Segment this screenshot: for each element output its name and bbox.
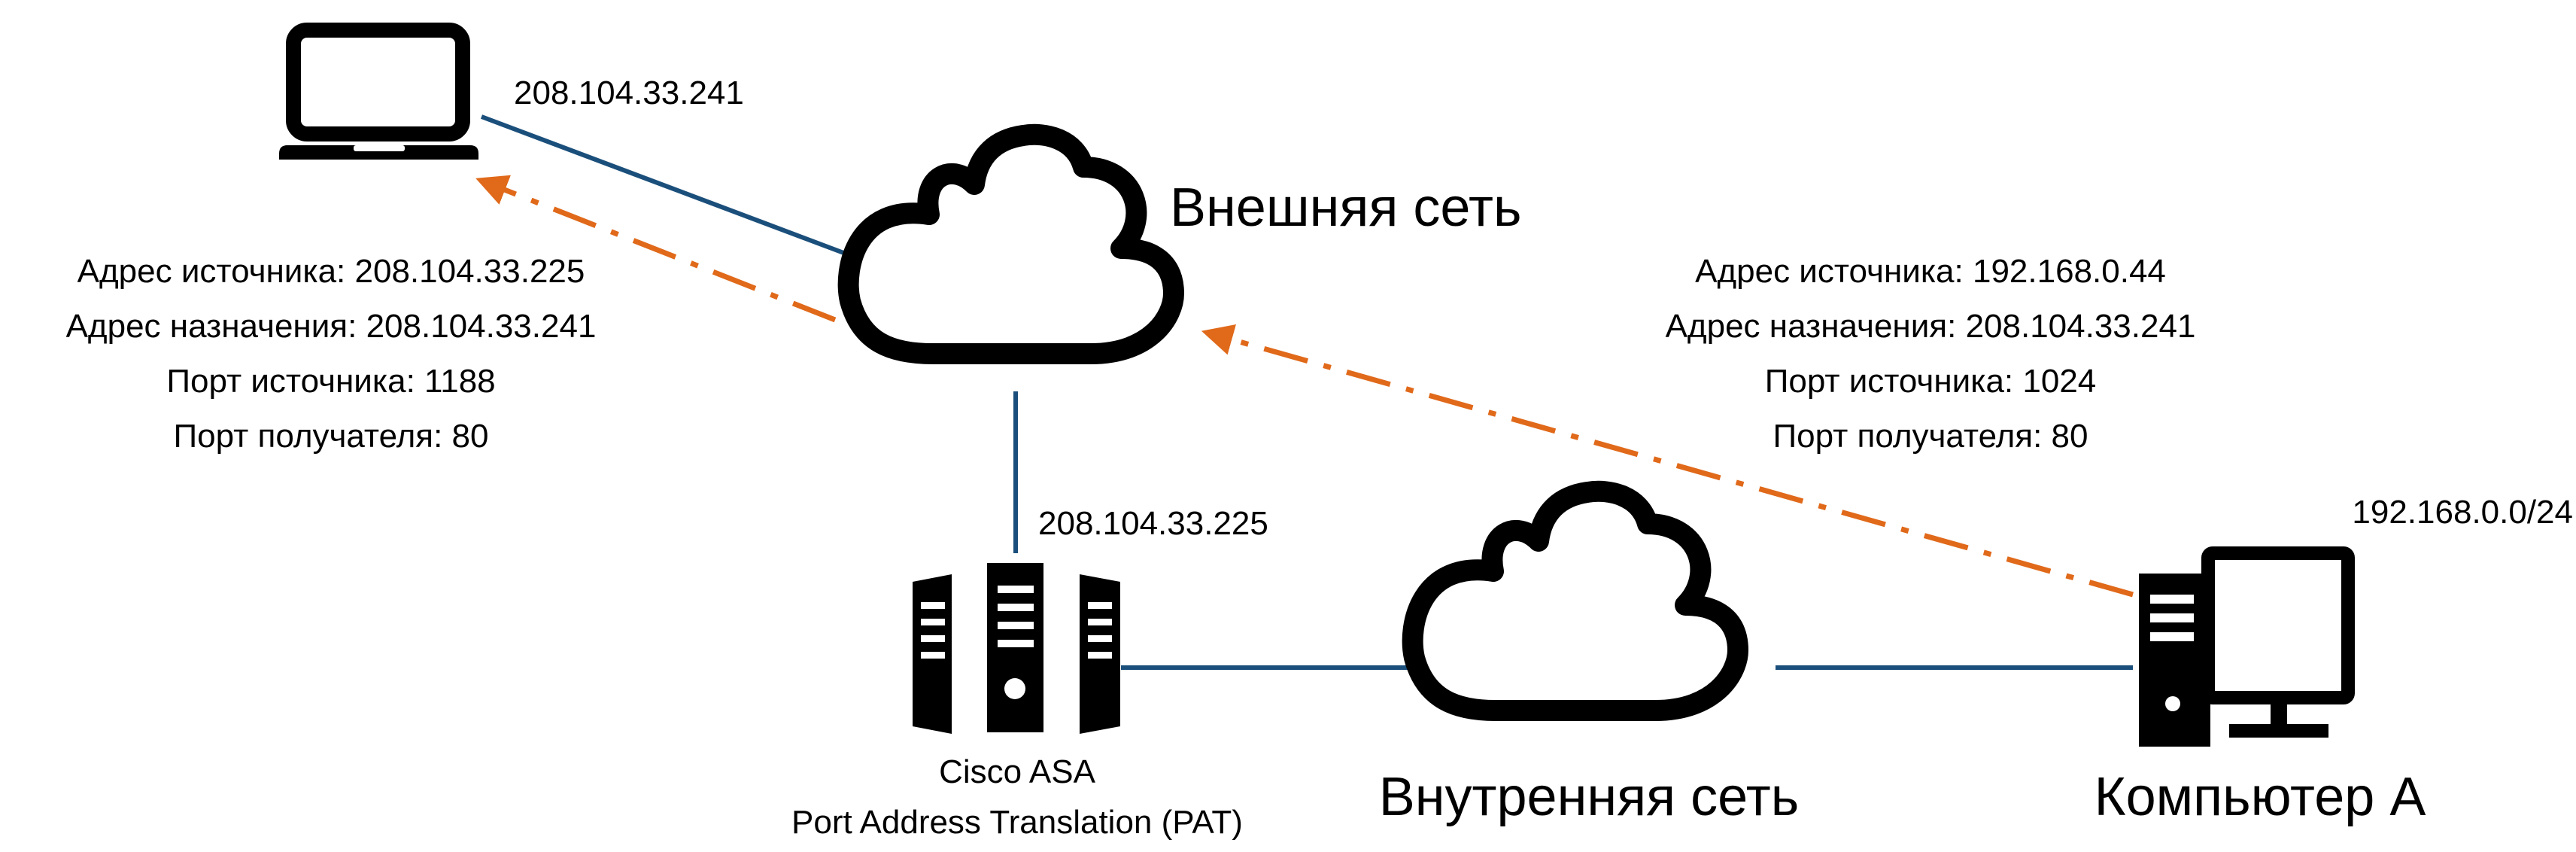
link-laptop-external (480, 114, 859, 260)
asa-function-label: Port Address Translation (PAT) (791, 804, 1243, 841)
packet-outside-source-address: Адрес источника: 208.104.33.225 (77, 253, 585, 290)
flow-arrow-to-laptop (475, 175, 837, 323)
computer-a-icon (2139, 546, 2355, 747)
packet-inside-destination-address: Адрес назначения: 208.104.33.241 (1666, 308, 2196, 345)
external-cloud-icon (837, 123, 1184, 364)
laptop-ip-label: 208.104.33.241 (514, 75, 744, 111)
internal-network-label: Внутренняя сеть (1379, 767, 1800, 827)
asa-ip-label: 208.104.33.225 (1038, 505, 1268, 542)
packet-inside-source-address: Адрес источника: 192.168.0.44 (1695, 253, 2166, 290)
asa-name-label: Cisco ASA (939, 753, 1096, 790)
external-network-label: Внешняя сеть (1170, 178, 1521, 238)
packet-outside-source-port: Порт источника: 1188 (166, 363, 495, 400)
packet-outside-destination-port: Порт получателя: 80 (174, 418, 489, 455)
packet-outside-destination-address: Адрес назначения: 208.104.33.241 (66, 308, 597, 345)
packet-inside-source-port: Порт источника: 1024 (1765, 363, 2097, 400)
packet-inside-destination-port: Порт получателя: 80 (1773, 418, 2088, 455)
flow-arrow-to-external (1201, 324, 2134, 598)
internal-cloud-icon (1402, 480, 1748, 721)
computer-name-label: Компьютер А (2095, 767, 2426, 827)
cisco-asa-server-icon (913, 563, 1120, 734)
laptop-icon (279, 23, 478, 160)
computer-subnet-label: 192.168.0.0/24 (2352, 494, 2573, 531)
packet-inside-details: Адрес источника: 192.168.0.44 Адрес назн… (1666, 253, 2196, 455)
packet-outside-details: Адрес источника: 208.104.33.225 Адрес на… (66, 253, 597, 455)
